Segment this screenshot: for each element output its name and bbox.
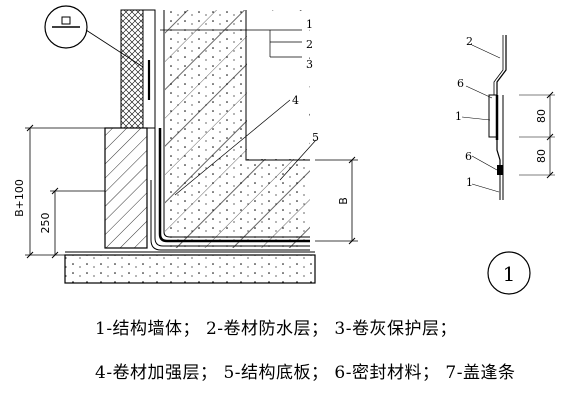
detail-marker-number: 1 [503, 262, 516, 286]
detail-callout-2: 2 [466, 35, 473, 48]
callout-3: 3 [306, 58, 313, 71]
base-slab-region [158, 10, 310, 248]
dim-250: 250 [39, 213, 52, 234]
detail-dim-80-bottom: 80 [535, 149, 548, 163]
detail-marker: 1 [487, 251, 531, 295]
callout-leaders [160, 29, 317, 196]
dimension-right [315, 156, 358, 245]
detail-1-drawing [461, 35, 555, 200]
callout-2: 2 [306, 38, 313, 51]
detail-callout-1-mid: 1 [455, 110, 462, 123]
dim-b-plus-100: B+100 [13, 179, 26, 217]
dim-b: B [337, 197, 350, 205]
dimension-left [25, 124, 120, 259]
callout-5: 5 [312, 131, 319, 144]
legend-line-1: 1-结构墙体； 2-卷材防水层； 3-卷灰保护层； [95, 319, 457, 339]
callout-4: 4 [292, 94, 299, 107]
waterproof-membrane-layers [150, 10, 310, 251]
detail-callout-6-bottom: 6 [465, 150, 472, 163]
callout-1: 1 [306, 18, 313, 31]
detail-dim-80-top: 80 [535, 109, 548, 123]
detail-callout-6-top: 6 [457, 77, 464, 90]
legend-line-2: 4-卷材加强层； 5-结构底板； 6-密封材料； 7-盖逢条 [95, 363, 516, 383]
detail-callout-1-bottom: 1 [466, 176, 473, 189]
structural-wall [104, 9, 156, 249]
ground-slab [64, 251, 316, 284]
